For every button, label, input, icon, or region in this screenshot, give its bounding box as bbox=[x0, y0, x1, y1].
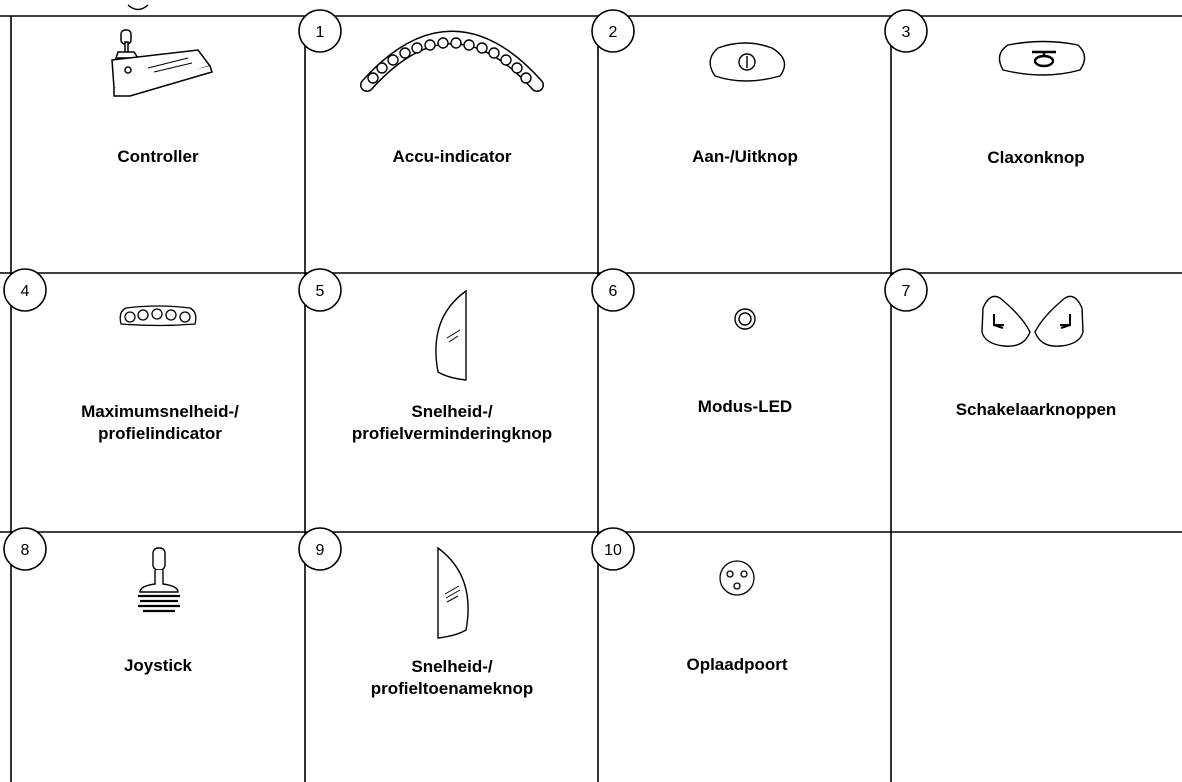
callout-badge: 9 bbox=[298, 527, 342, 571]
cell-controller: Controller bbox=[111, 29, 213, 166]
seat-switch-buttons-icon bbox=[981, 295, 1084, 347]
cell-label: Joystick bbox=[124, 656, 193, 675]
cell-snelheid-toename: 9 Snelheid-/ profieltoenameknop bbox=[298, 527, 533, 698]
callout-number: 10 bbox=[604, 542, 622, 559]
callout-badge: 1 bbox=[298, 9, 342, 53]
cell-modus-led: 6 Modus-LED bbox=[591, 268, 792, 416]
callout-number: 9 bbox=[316, 542, 325, 559]
cell-maximumsnelheid: 4 Maximumsnelheid-/ profielindicator bbox=[3, 268, 239, 443]
callout-badge: 3 bbox=[884, 9, 928, 53]
speed-profile-leds-icon bbox=[119, 305, 197, 327]
callout-number: 3 bbox=[902, 24, 911, 41]
cell-label: Accu-indicator bbox=[392, 147, 511, 166]
cell-joystick: 8 Joystick bbox=[3, 527, 193, 675]
cell-oplaadpoort: 10 Oplaadpoort bbox=[591, 527, 788, 674]
cell-label: Maximumsnelheid-/ bbox=[81, 402, 239, 421]
joystick-icon bbox=[138, 547, 180, 613]
callout-number: 8 bbox=[21, 542, 30, 559]
callout-badge: 6 bbox=[591, 268, 635, 312]
cell-label: Snelheid-/ bbox=[411, 402, 493, 421]
callout-number: 7 bbox=[902, 283, 911, 300]
cell-label: profielverminderingknop bbox=[352, 424, 552, 443]
cell-label: Snelheid-/ bbox=[411, 657, 493, 676]
horn-button-icon bbox=[998, 40, 1086, 76]
cell-claxonknop: 3 Claxonknop bbox=[884, 9, 1086, 167]
grid-lines bbox=[0, 15, 1182, 782]
callout-number: 5 bbox=[316, 283, 325, 300]
callout-badge: 7 bbox=[884, 268, 928, 312]
cell-label: Oplaadpoort bbox=[686, 655, 787, 674]
callout-number: 1 bbox=[316, 24, 325, 41]
callout-number: 4 bbox=[21, 283, 30, 300]
cell-label: Aan-/Uitknop bbox=[692, 147, 798, 166]
cell-label: Claxonknop bbox=[987, 148, 1084, 167]
speed-up-button-icon bbox=[437, 546, 469, 639]
cell-snelheid-vermindering: 5 Snelheid-/ profielverminderingknop bbox=[298, 268, 552, 443]
callout-badge: 4 bbox=[3, 268, 47, 312]
mode-led-icon bbox=[734, 308, 756, 330]
power-button-icon bbox=[709, 42, 786, 82]
controller-icon bbox=[111, 29, 213, 97]
cropped-callout-fragment bbox=[127, 4, 149, 11]
cell-label: Modus-LED bbox=[698, 397, 792, 416]
cell-label: Controller bbox=[117, 147, 199, 166]
callout-badge: 8 bbox=[3, 527, 47, 571]
cell-aan-uitknop: 2 Aan-/Uitknop bbox=[591, 9, 798, 166]
cell-label: profielindicator bbox=[98, 424, 222, 443]
cell-accu-indicator: 1 Accu-indicator bbox=[298, 9, 544, 166]
callout-badge: 10 bbox=[591, 527, 635, 571]
cell-label: Schakelaarknoppen bbox=[956, 400, 1117, 419]
battery-arc-icon bbox=[360, 30, 544, 92]
callout-badge: 2 bbox=[591, 9, 635, 53]
callout-badge: 5 bbox=[298, 268, 342, 312]
charging-port-icon bbox=[719, 560, 755, 596]
cell-label: profieltoenameknop bbox=[371, 679, 533, 698]
callout-number: 2 bbox=[609, 24, 618, 41]
callout-number: 6 bbox=[609, 283, 618, 300]
cell-schakelaarknoppen: 7 Schakelaarknoppen bbox=[884, 268, 1117, 419]
speed-down-button-icon bbox=[435, 289, 467, 381]
